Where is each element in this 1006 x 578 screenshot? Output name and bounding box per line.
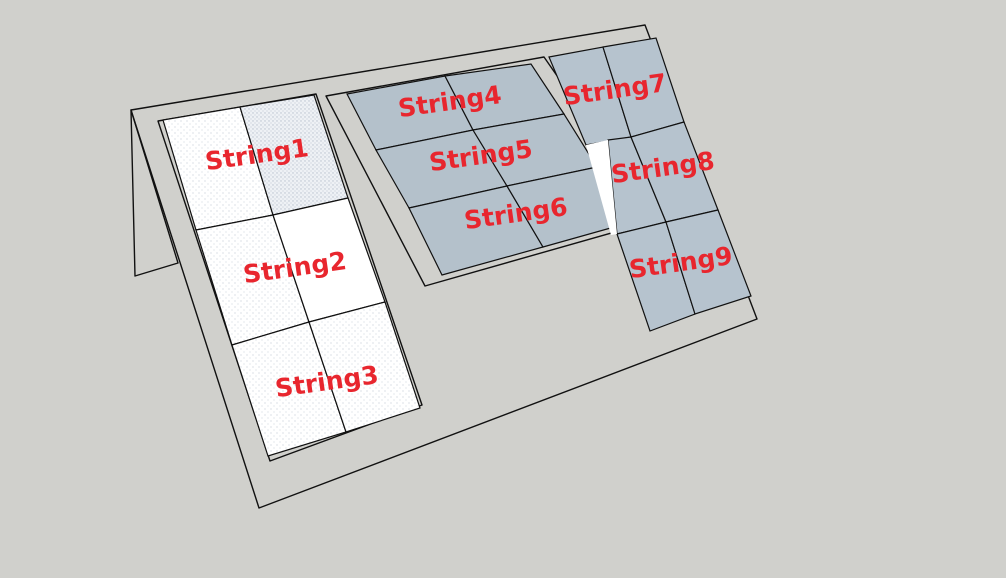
panel xyxy=(308,301,421,433)
roof-face xyxy=(130,24,758,509)
right-array xyxy=(548,37,752,332)
left-array xyxy=(162,94,421,457)
string8-occluder xyxy=(586,140,617,235)
roof-gable-side xyxy=(130,109,179,277)
panel xyxy=(665,209,752,315)
tilted-array xyxy=(346,63,633,276)
